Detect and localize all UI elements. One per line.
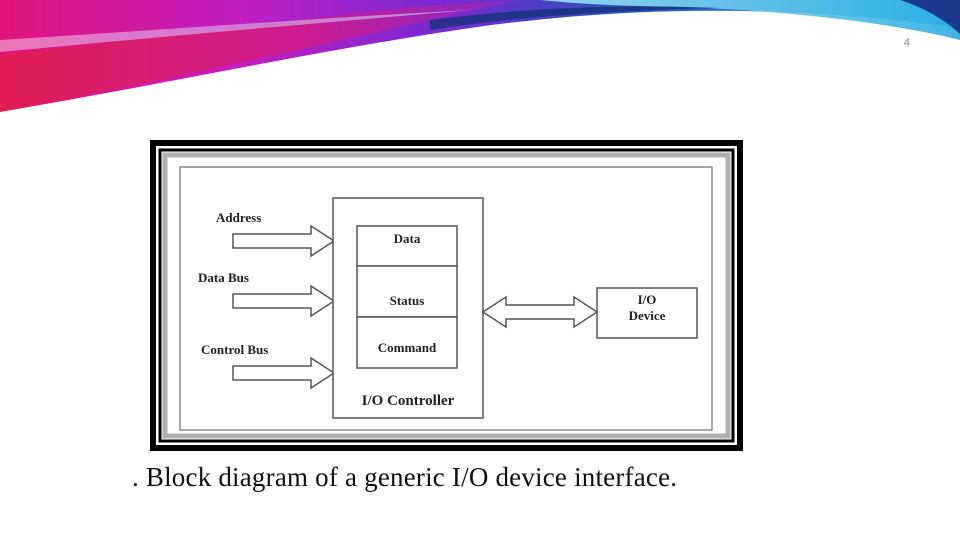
register-data-label: Data [394, 231, 421, 246]
io-controller-title: I/O Controller [362, 393, 455, 409]
register-data-box [356, 225, 458, 267]
io-interface-diagram: Address Data Bus Control Bus Data Status… [150, 140, 743, 451]
io-device-label-line1: I/O [638, 292, 657, 307]
data-bus-arrow [232, 284, 336, 318]
register-status-box [356, 265, 458, 318]
register-status-label: Status [390, 293, 425, 308]
io-device-label-line2: Device [629, 308, 666, 323]
io-device-box [596, 287, 698, 339]
register-command-label: Command [378, 340, 437, 355]
register-command-box [356, 316, 458, 369]
control-bus-arrow [232, 356, 336, 390]
figure-frame-inner [158, 148, 735, 443]
control-bus-label: Control Bus [201, 342, 268, 357]
decorative-banner [0, 0, 960, 112]
address-label: Address [216, 210, 261, 225]
data-bus-label: Data Bus [198, 270, 249, 285]
address-arrow [232, 224, 336, 258]
figure-caption: . Block diagram of a generic I/O device … [132, 462, 678, 492]
slide-number: 4 [903, 37, 910, 49]
